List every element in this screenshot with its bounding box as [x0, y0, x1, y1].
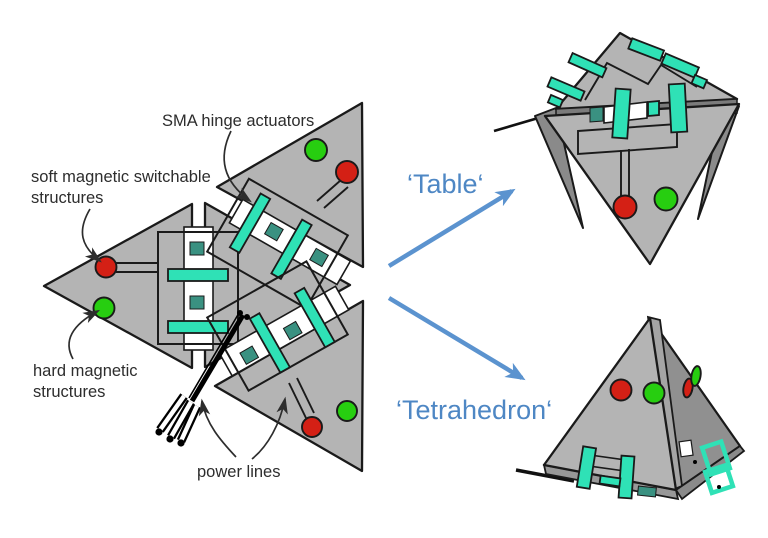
annotations: SMA hinge actuators soft magnetic switch…	[31, 112, 314, 481]
hinge-dark-segment	[309, 247, 330, 268]
hard-magnetic-leader-arrow	[68, 309, 101, 360]
tetrahedron-arrow	[387, 296, 526, 381]
sma-actuator-strap	[598, 474, 622, 488]
table-band-teal-segment	[647, 100, 660, 117]
sma-actuator-bar	[546, 76, 586, 102]
hinge-dark-segment	[189, 241, 205, 256]
sma-actuator-bar	[167, 320, 229, 334]
table-front-trace-frame	[577, 122, 678, 156]
hinge-dark-segment	[589, 106, 604, 123]
table-arrow	[387, 188, 516, 268]
sma-actuator-bar	[627, 37, 666, 62]
hard-magnetic-label-line1: hard magnetic	[33, 362, 138, 380]
table-fold-strap	[667, 82, 689, 134]
hard-magnet-dot	[653, 186, 679, 212]
hinge-dark-segment	[239, 345, 260, 365]
hinge-dark-segment	[189, 295, 205, 310]
sma-actuator-strap	[575, 445, 598, 490]
soft-magnetic-leader-arrow	[81, 208, 102, 263]
table-leg-left	[534, 107, 584, 229]
hard-magnetic-label-line2: structures	[33, 383, 105, 401]
sma-hinge-label: SMA hinge actuators	[162, 112, 314, 130]
table-config-label: ‘Table‘	[407, 169, 484, 199]
hinge-dark-segment	[636, 485, 657, 498]
table-fold-strap	[611, 87, 632, 140]
hinge-frame	[205, 260, 350, 392]
hinge-top-right	[205, 177, 352, 310]
sma-actuator-strap	[617, 454, 636, 500]
soft-magnet-dot	[609, 378, 633, 402]
hard-magnet-dot	[642, 381, 666, 405]
table-edge-actuators	[546, 37, 709, 109]
power-cable	[155, 310, 250, 447]
sma-actuator-bar	[228, 192, 272, 254]
sma-actuator-bar	[567, 51, 608, 79]
power-lines-leader-right	[251, 396, 288, 460]
tetrahedron-power-wire	[515, 468, 575, 483]
hard-magnet-dot	[304, 138, 328, 162]
hard-magnet-dot	[336, 400, 358, 422]
tetrahedron-notch	[678, 439, 694, 458]
sma-actuator-bar	[248, 312, 292, 374]
fold-arrows: ‘Table‘ ‘Tetrahedron‘	[387, 169, 552, 425]
hinge-bottom-right	[205, 260, 350, 392]
soft-magnet-dot	[682, 377, 694, 399]
soft-magnet-dot	[335, 160, 359, 184]
hinge-dark-segment	[282, 320, 303, 341]
tetrahedron-render	[515, 315, 746, 501]
sma-actuator-loop	[699, 438, 733, 478]
sma-hinge-leader-arrow	[223, 130, 252, 203]
sma-actuator-bar	[167, 268, 229, 282]
tetrahedron-base-actuators	[575, 438, 736, 500]
magnet-dots	[92, 138, 359, 438]
sma-actuator-bar	[270, 218, 313, 281]
hinge-frame	[157, 231, 239, 345]
soft-magnetic-label-line1: soft magnetic switchable	[31, 168, 211, 186]
hinge-left	[157, 226, 239, 351]
hard-magnet-dot	[690, 365, 702, 387]
power-lines-label: power lines	[197, 463, 280, 481]
sma-actuator-bar	[546, 93, 565, 109]
circuit-traces	[116, 179, 349, 419]
sma-actuator-bar	[690, 73, 709, 90]
sma-actuator-bar	[660, 52, 701, 79]
flat-pattern	[42, 101, 365, 473]
hard-magnet-dot	[92, 296, 116, 320]
power-lines-leader-left	[198, 398, 237, 458]
soft-magnet-dot	[612, 194, 638, 220]
soft-magnet-dot	[301, 416, 323, 438]
soft-magnetic-label-line2: structures	[31, 189, 103, 207]
table-render	[493, 31, 741, 266]
tetrahedron-config-label: ‘Tetrahedron‘	[396, 395, 552, 425]
sma-actuator-bar	[293, 286, 336, 349]
hinge-frame	[205, 177, 350, 310]
power-connector	[155, 393, 202, 447]
sma-actuator-loop	[702, 462, 736, 496]
hinge-dark-segment	[263, 221, 284, 242]
